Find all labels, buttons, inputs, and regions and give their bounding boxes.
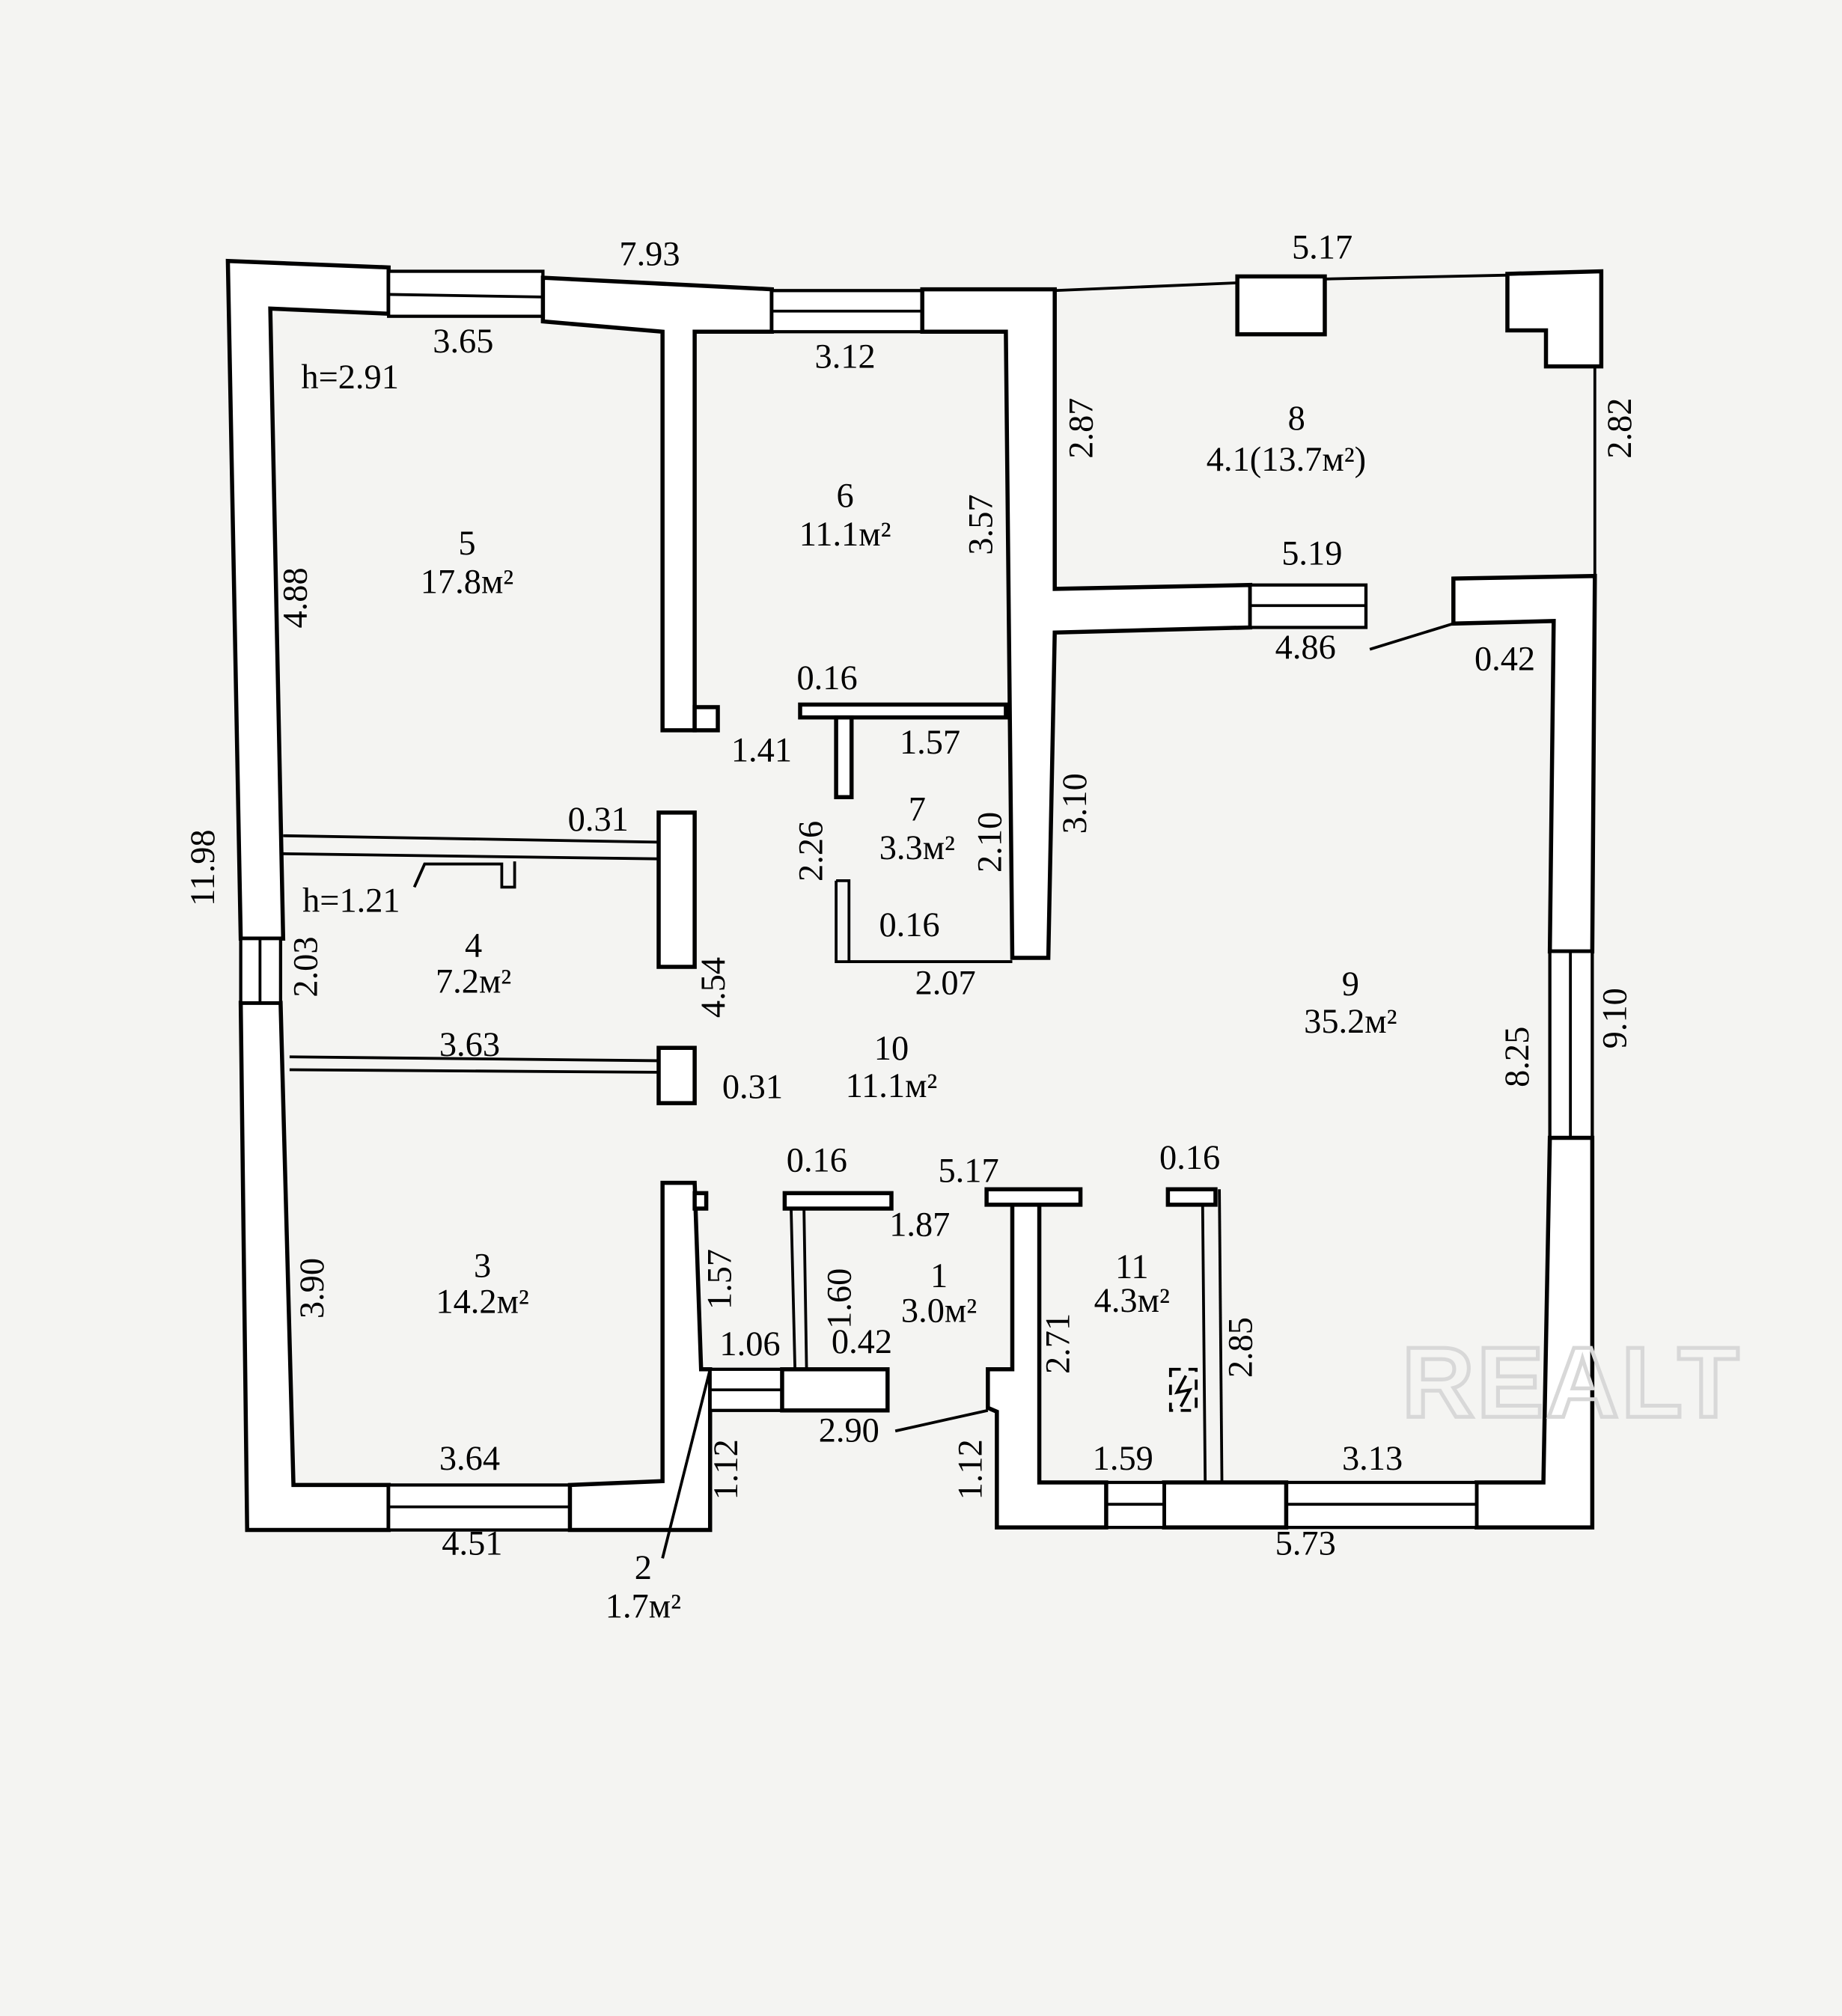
- dim: 5.17: [938, 1152, 998, 1190]
- dim: 3.64: [439, 1440, 500, 1478]
- dim: 8.25: [1498, 1027, 1537, 1087]
- dim: 1.06: [719, 1325, 780, 1363]
- room-3-area: 14.2м²: [436, 1283, 528, 1322]
- dim: 9.10: [1596, 988, 1634, 1048]
- dim: 3.10: [1056, 773, 1094, 834]
- dim: 2.26: [793, 821, 831, 882]
- dim: 1.59: [1093, 1440, 1153, 1478]
- wall-entrance-right: [986, 1187, 1108, 1530]
- room-4-number: 4: [465, 927, 482, 965]
- wall-bottom-middle: [567, 1180, 713, 1533]
- dim: 2.90: [819, 1411, 879, 1450]
- ceiling-height: h=2.91: [301, 358, 398, 397]
- dim: 5.73: [1275, 1525, 1336, 1563]
- wall-top-middle: [540, 275, 774, 733]
- dim: 5.19: [1281, 535, 1342, 573]
- room-5-number: 5: [458, 525, 475, 563]
- dim: 1.12: [952, 1439, 990, 1500]
- room-7-area: 3.3м²: [879, 829, 955, 867]
- room-10-area: 11.1м²: [846, 1067, 938, 1105]
- dim: 1.41: [731, 731, 792, 769]
- walls: [225, 258, 1604, 1559]
- dim: 7.93: [619, 235, 680, 273]
- dim: 2.82: [1601, 398, 1639, 459]
- dim: 0.16: [879, 906, 939, 944]
- dim: 0.16: [796, 659, 857, 697]
- dim: 2.87: [1062, 398, 1100, 459]
- room-3-number: 3: [474, 1247, 491, 1285]
- room-2-area: 1.7м²: [606, 1588, 681, 1626]
- dim: 0.16: [787, 1142, 847, 1180]
- dim: 3.13: [1342, 1440, 1403, 1478]
- room-11-area: 4.3м²: [1094, 1282, 1170, 1320]
- dim: 4.86: [1275, 629, 1336, 667]
- room-4-area: 7.2м²: [436, 963, 511, 1001]
- dim: 1.12: [707, 1439, 745, 1500]
- dimensions: 7.93 5.17 3.65 3.12 2.87 2.82 3.57 4.88 …: [184, 229, 1639, 1563]
- dim: 4.51: [442, 1525, 502, 1563]
- pillar: [656, 810, 697, 969]
- room-1-number: 1: [930, 1257, 948, 1295]
- wall-right-top: [1451, 573, 1597, 954]
- room-6-number: 6: [837, 477, 854, 515]
- room-5-area: 17.8м²: [421, 563, 513, 601]
- dim: 1.57: [900, 724, 960, 762]
- room-8-area: 4.1(13.7м²): [1207, 441, 1366, 479]
- wall-center: [920, 287, 1253, 960]
- dim: 2.03: [287, 936, 325, 997]
- room-11-number: 11: [1115, 1248, 1149, 1286]
- room-2-number: 2: [635, 1549, 652, 1587]
- dim: 4.54: [695, 957, 733, 1018]
- dim: 11.98: [184, 829, 222, 906]
- dim: 3.63: [439, 1026, 500, 1064]
- room-9-number: 9: [1342, 965, 1359, 1004]
- room-6-area: 11.1м²: [799, 516, 891, 554]
- pillar: [656, 1045, 697, 1105]
- dim: 3.12: [815, 338, 876, 376]
- room-1-area: 3.0м²: [901, 1292, 977, 1331]
- dim: 3.90: [293, 1258, 332, 1319]
- dim: 0.31: [722, 1069, 783, 1107]
- dim: 1.57: [701, 1249, 739, 1310]
- dim: 2.10: [971, 812, 1009, 873]
- room-8-number: 8: [1288, 400, 1305, 438]
- dim: 0.42: [832, 1323, 892, 1361]
- dim: 2.07: [915, 964, 976, 1002]
- realt-watermark: REALT: [1402, 1327, 1742, 1438]
- dim: 4.88: [277, 567, 315, 628]
- room-7-number: 7: [909, 790, 926, 828]
- dim: 0.31: [568, 801, 629, 839]
- dim: 2.71: [1039, 1313, 1077, 1374]
- dim: 2.85: [1222, 1317, 1260, 1378]
- dim: 1.60: [820, 1268, 859, 1329]
- room-4-height: h=1.21: [302, 882, 400, 920]
- room-labels: 1 3.0м² 2 1.7м² 3 14.2м² 4 7.2м² 5 17.8м…: [301, 358, 1397, 1626]
- room-10-number: 10: [874, 1030, 909, 1068]
- dim: 5.17: [1292, 229, 1352, 267]
- dim: 0.42: [1474, 640, 1535, 678]
- dim: 1.87: [889, 1206, 950, 1244]
- dim: 0.16: [1159, 1139, 1220, 1177]
- dim: 3.57: [962, 494, 1000, 555]
- room-9-area: 35.2м²: [1304, 1003, 1397, 1041]
- electric-panel-icon: [1168, 1367, 1198, 1412]
- dim: 3.65: [433, 323, 493, 361]
